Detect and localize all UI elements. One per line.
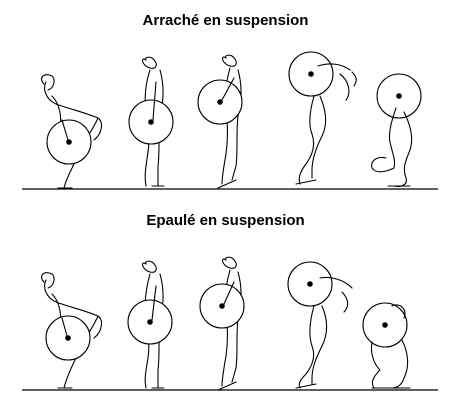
clean-figure-3-extension [199,256,245,391]
snatch-figure-3-extension [197,54,243,189]
snatch-figure-1-start [41,74,103,189]
clean-title: Epaulé en suspension [146,212,305,229]
snatch-title: Arraché en suspension [142,12,309,29]
snatch-figure-4-pull-under [288,51,357,185]
clean-figure-2-hang [127,260,173,389]
clean-figure-1-start [41,272,103,389]
clean-figure-5-catch [362,302,411,389]
snatch-figure-2-hang [128,56,174,187]
clean-figure-4-pull-under [287,261,353,389]
snatch-figure-5-catch [371,73,422,188]
